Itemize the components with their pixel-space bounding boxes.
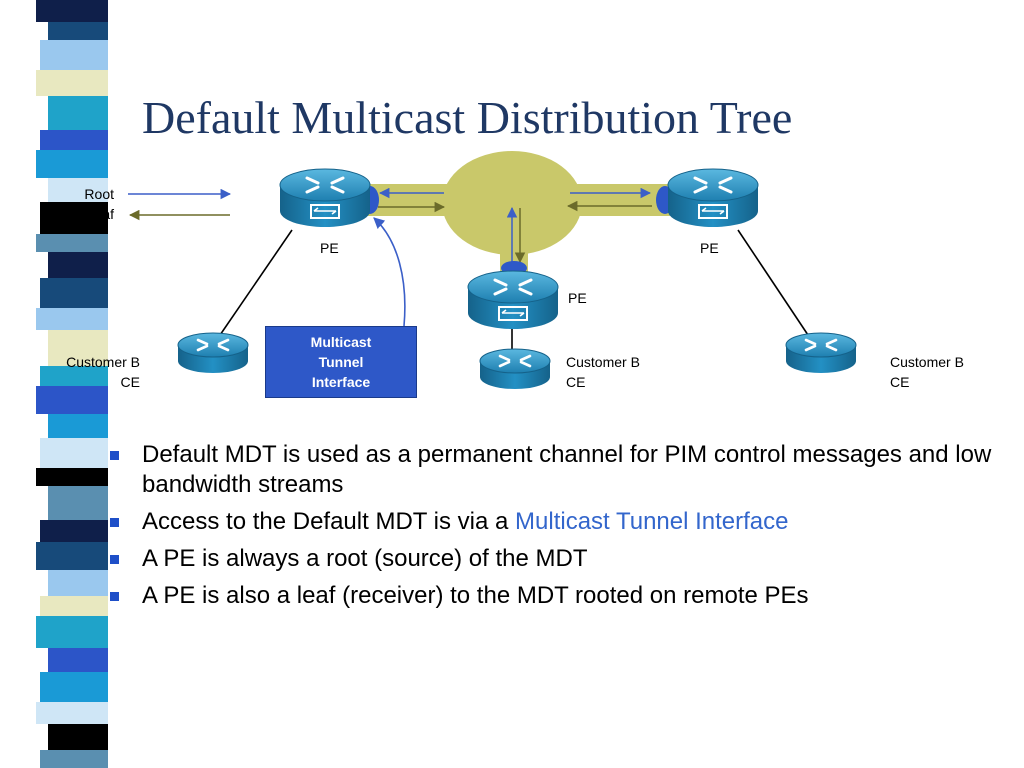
stripe-band — [36, 468, 108, 486]
ce-center-line2: CE — [566, 374, 586, 390]
link-right — [737, 229, 811, 339]
router-icon — [785, 332, 857, 373]
stripe-band — [48, 414, 108, 438]
ce-center-line1: Customer B — [566, 354, 640, 370]
stripe-band — [40, 278, 108, 308]
stripe-band — [36, 702, 108, 724]
bullet-item: A PE is always a root (source) of the MD… — [110, 544, 1010, 574]
stripe-band — [48, 22, 108, 40]
ce-left-line2: CE — [120, 374, 140, 390]
square-bullet-icon — [110, 555, 119, 564]
ce-right-line2: CE — [890, 374, 910, 390]
tunnel-right — [565, 184, 670, 216]
slide-title: Default Multicast Distribution Tree — [142, 92, 793, 143]
stripe-band — [48, 178, 108, 202]
decorative-stripe — [0, 0, 118, 768]
bullet-list: Default MDT is used as a permanent chann… — [110, 440, 1010, 618]
ce-right-line1: Customer B — [890, 354, 964, 370]
stripe-band — [36, 308, 108, 330]
multicast-tunnel-interface-box: Multicast Tunnel Interface — [265, 326, 417, 398]
stripe-band — [36, 0, 108, 22]
mti-line2: Tunnel — [318, 354, 364, 370]
router-icon — [279, 168, 371, 227]
mti-line1: Multicast — [310, 334, 372, 350]
stripe-band — [48, 648, 108, 672]
stripe-band — [40, 750, 108, 768]
stripe-band — [36, 70, 108, 96]
network-diagram — [128, 151, 857, 389]
stripe-band — [36, 234, 108, 252]
square-bullet-icon — [110, 518, 119, 527]
ce-left-label: Customer B CE — [30, 352, 140, 392]
bullet-item: A PE is also a leaf (receiver) to the MD… — [110, 581, 1010, 611]
stripe-band — [40, 366, 108, 386]
stripe-band — [36, 542, 108, 570]
pe-center-label: PE — [568, 290, 587, 306]
router-icon — [667, 168, 759, 227]
stripe-band — [40, 40, 108, 70]
stripe-band — [48, 252, 108, 278]
stripe-band — [48, 570, 108, 596]
stripe-band — [40, 202, 108, 234]
stripe-band — [40, 130, 108, 150]
stripe-band — [48, 330, 108, 366]
bullet-item: Default MDT is used as a permanent chann… — [110, 440, 1010, 500]
bullet-text: Access to the Default MDT is via a — [142, 508, 516, 535]
legend-leaf-label: Leaf — [86, 206, 114, 222]
stripe-band — [48, 486, 108, 520]
bullet-highlight: Multicast Tunnel Interface — [515, 508, 789, 535]
legend-root-label: Root — [84, 186, 114, 202]
mti-line3: Interface — [311, 374, 371, 390]
ce-center-label: Customer B CE — [566, 352, 640, 392]
stripe-band — [36, 150, 108, 178]
router-icon — [467, 270, 559, 329]
bullet-text: Default MDT is used as a permanent chann… — [142, 441, 992, 498]
pe-left-label: PE — [320, 240, 339, 256]
router-icon — [177, 332, 249, 373]
ce-right-label: Customer B CE — [890, 352, 964, 392]
mpls-core-cloud — [442, 151, 582, 255]
stripe-band — [48, 96, 108, 130]
square-bullet-icon — [110, 592, 119, 601]
stripe-band — [36, 386, 108, 414]
stripe-band — [48, 724, 108, 750]
square-bullet-icon — [110, 451, 119, 460]
link-left — [217, 229, 293, 339]
ce-left-line1: Customer B — [66, 354, 140, 370]
stripe-band — [40, 438, 108, 468]
mti-pointer-arrow — [373, 217, 406, 327]
stripe-band — [36, 616, 108, 648]
pe-right-label: PE — [700, 240, 719, 256]
router-icon — [479, 348, 551, 389]
stripe-band — [40, 596, 108, 616]
bullet-text: A PE is also a leaf (receiver) to the MD… — [142, 582, 809, 609]
bullet-text: A PE is always a root (source) of the MD… — [142, 545, 588, 572]
stripe-band — [40, 672, 108, 702]
bullet-item: Access to the Default MDT is via a Multi… — [110, 507, 1010, 537]
stripe-band — [40, 520, 108, 542]
